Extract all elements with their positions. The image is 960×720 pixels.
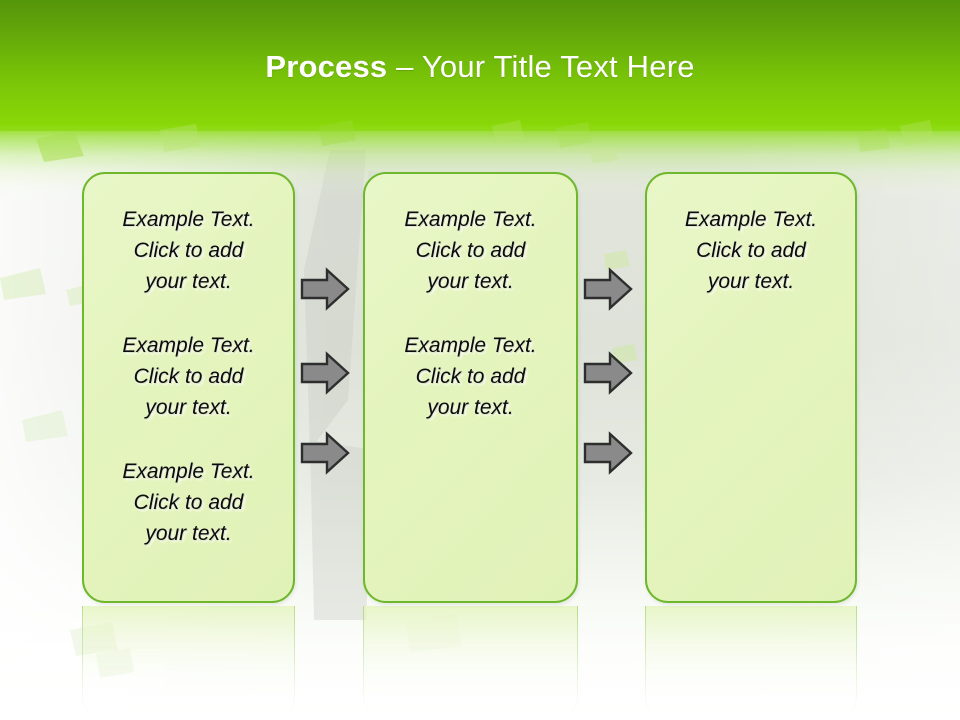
box-reflection-1 bbox=[82, 606, 295, 720]
arrow-right-icon bbox=[583, 351, 633, 395]
page-title-rest: – Your Title Text Here bbox=[387, 49, 695, 84]
box-text-block[interactable]: Example Text. Click to add your text. bbox=[404, 208, 537, 293]
box-text-block[interactable]: Example Text. Click to add your text. bbox=[122, 208, 255, 293]
box-reflection-3 bbox=[645, 606, 857, 720]
process-box-2[interactable]: Example Text. Click to add your text. Ex… bbox=[363, 172, 578, 603]
arrow-right-icon bbox=[583, 267, 633, 311]
box-text-block[interactable]: Example Text. Click to add your text. bbox=[404, 334, 537, 419]
box-text-block[interactable]: Example Text. Click to add your text. bbox=[684, 208, 818, 293]
page-title: Process – Your Title Text Here bbox=[0, 47, 960, 87]
arrow-right-icon bbox=[300, 351, 350, 395]
box-text-block[interactable]: Example Text. Click to add your text. bbox=[122, 334, 255, 419]
process-box-3[interactable]: Example Text. Click to add your text. bbox=[645, 172, 857, 603]
box-text-block[interactable]: Example Text. Click to add your text. bbox=[122, 460, 255, 545]
arrow-right-icon bbox=[583, 431, 633, 475]
page-title-strong: Process bbox=[265, 49, 388, 84]
header-band bbox=[0, 0, 960, 131]
arrow-right-icon bbox=[300, 431, 350, 475]
box-reflection-2 bbox=[363, 606, 578, 720]
process-box-1[interactable]: Example Text. Click to add your text. Ex… bbox=[82, 172, 295, 603]
arrow-right-icon bbox=[300, 267, 350, 311]
